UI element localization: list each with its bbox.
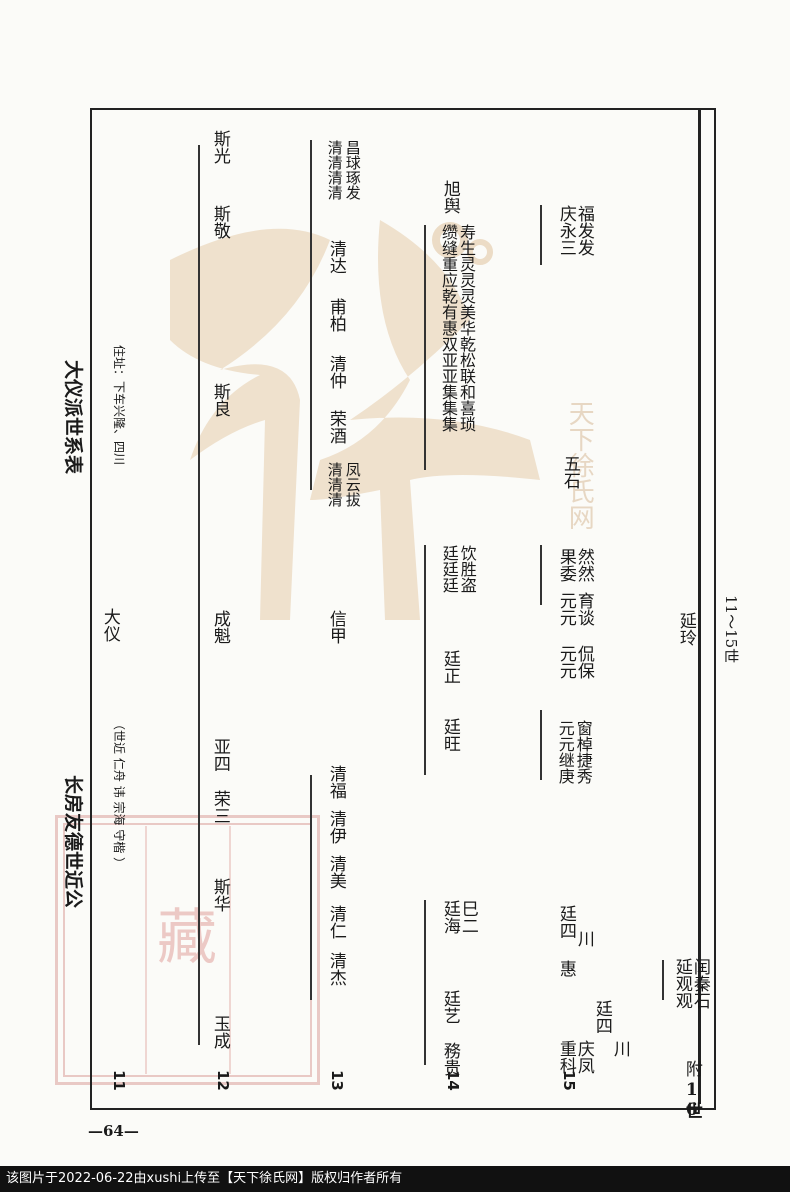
person-name: 成魁 [209,610,230,644]
person-name: 饮胜盗 [457,545,477,593]
generation-label: 11 [110,1070,128,1091]
person-name: 務贵 [439,1042,460,1076]
person-name: 廷艺 [439,990,460,1024]
connector-line [310,140,312,490]
person-name: 亚四 [209,738,230,772]
person-name: 廷廷廷 [439,545,459,593]
svg-text:藏: 藏 [157,903,217,973]
person-name: 福发发 [573,205,594,256]
connector-line [540,205,542,265]
person-name: 大仪 [99,608,120,642]
seal-stamp: 藏 [55,815,320,1085]
person-name: 川 [573,930,594,947]
connector-line [310,775,312,1000]
person-name: 斯光 [209,130,230,164]
person-name: 清仁 [325,905,346,939]
generation-label: 12 [214,1070,232,1091]
person-name: 惠 [555,960,576,977]
person-name: 庆凤 [573,1040,594,1074]
person-name: 五石 [559,455,580,489]
person-name: 清清清清 [325,140,344,200]
generation-label: 世 [681,1102,702,1119]
connector-line [540,710,542,780]
watermark-side-text: 天下徐氏网 [564,400,595,530]
generation-label: 13 [328,1070,346,1091]
person-name: 廷海 [439,900,460,934]
page-number: —64— [88,1122,139,1140]
person-name: 清杰 [325,952,346,986]
person-name: 斯华 [209,878,230,912]
connector-line [198,585,200,1045]
person-name: 廷旺 [439,718,460,752]
main-title: 长房友德世近公 [62,775,84,909]
person-name: 元元继庚 [555,720,575,784]
person-name: 清达 [325,240,346,274]
person-name: 旭舆 [439,180,460,214]
person-name: 甫柏 [325,298,346,332]
person-name: 育谈 [573,592,594,626]
address: 住址：下车兴隆、四川 [112,345,126,466]
generation-label: 16 [681,1080,702,1120]
connector-line [424,900,426,1065]
person-name: 清清清 [325,462,344,507]
person-name: 斯敬 [209,205,230,239]
person-name: 廷四 [555,905,576,939]
person-name: 信甲 [325,610,346,644]
person-name: 延观观 [671,958,692,1009]
person-name: 延玲 [675,612,696,646]
person-name: 昌球琢发 [343,140,362,200]
person-name: 重科 [555,1040,576,1074]
person-name: 清仲 [325,355,346,389]
table-frame [90,108,716,1110]
connector-line [198,145,200,585]
person-name: 果委 [555,548,576,582]
person-name: 巳二 [457,900,478,934]
range-title: 11～15世 [722,595,740,664]
person-name: 廷正 [439,650,460,684]
person-name: 荣酒 [325,410,346,444]
person-name: 川 [609,1040,630,1057]
connector-line [540,545,542,605]
appendix-label: 附 [681,1060,702,1077]
person-name: 清福 [325,765,346,799]
person-name: 元元 [555,592,576,626]
person-name: 斯良 [209,383,230,417]
person-name: 缵缝重应乾有惠双亚亚集集集 [439,224,458,432]
person-name: 凤云拔 [343,462,362,507]
person-name: 廷四 [591,1000,612,1034]
person-name: 玉成 [209,1015,230,1049]
connector-line [424,545,426,775]
connector-line [424,225,426,470]
person-name: 庆永三 [555,205,576,256]
person-name: 寿生灵灵灵美华乾松联和喜琐 [457,224,476,432]
connector-line [662,960,664,1000]
person-name: 闰秦石 [689,958,710,1009]
person-name: 荣三 [209,790,230,824]
person-name: 侃保 [573,645,594,679]
person-name: 窗棹捷秀 [573,720,593,784]
branch-title: 大仪派世系表 [62,360,84,475]
sub-title: （世近 仁舟 讳 宗海 守楷 ） [112,718,126,870]
copyright-footer: 该图片于2022-06-22由xushi上传至【天下徐氏网】版权归作者所有 [0,1166,790,1192]
header-rule [698,110,701,1104]
person-name: 然然 [573,548,594,582]
person-name: 清伊 [325,810,346,844]
person-name: 清美 [325,855,346,889]
person-name: 元元 [555,645,576,679]
